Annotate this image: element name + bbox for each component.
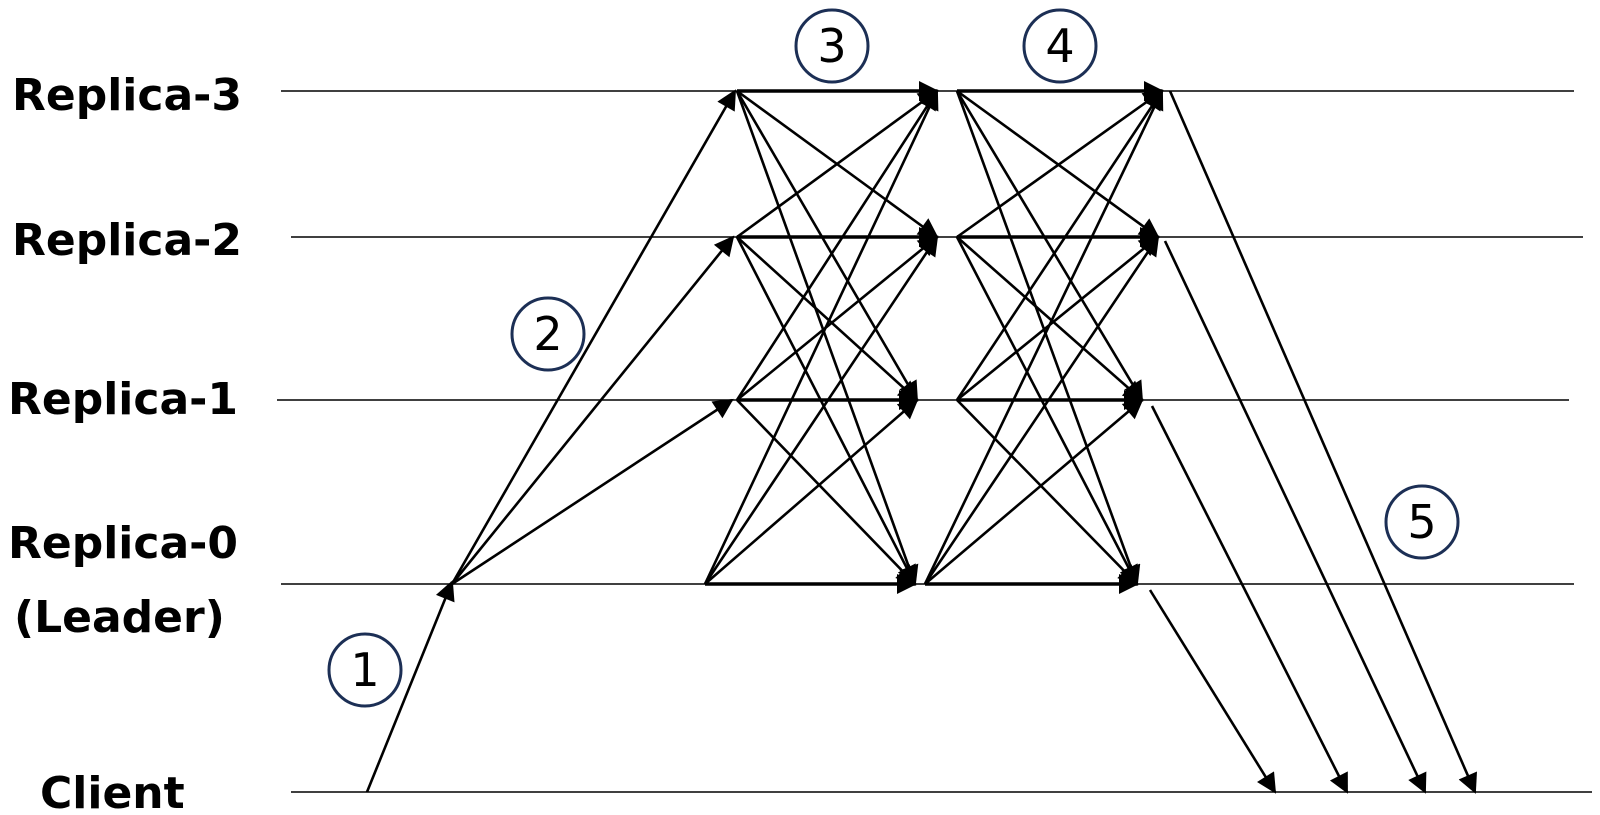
- arrow-commit-replica-1-to-replica-0: [956, 399, 1139, 586]
- arrow-commit-replica-1-to-replica-3: [955, 89, 1164, 401]
- phase-marker-2: 2: [510, 296, 586, 372]
- phase-marker-4: 4: [1022, 8, 1098, 84]
- arrow-preprepare-replica-0-to-replica-3: [450, 89, 737, 585]
- label-replica-2: Replica-2: [12, 215, 242, 266]
- phase-marker-3: 3: [794, 8, 870, 84]
- arrow-commit-replica-0-to-replica-2: [923, 235, 1160, 585]
- arrow-commit-replica-3-to-replica-1: [955, 90, 1144, 402]
- phase-number-1: 1: [350, 643, 379, 697]
- arrow-preprepare-replica-0-to-replica-2: [450, 235, 735, 585]
- arrow-prepare-replica-2-to-replica-0: [735, 236, 917, 586]
- arrow-commit-replica-1-to-replica-2: [956, 235, 1160, 402]
- arrow-commit-replica-0-to-replica-1: [924, 398, 1144, 585]
- arrow-prepare-replica-1-to-replica-0: [736, 399, 917, 586]
- arrow-commit-replica-3-to-replica-0: [955, 90, 1141, 586]
- arrow-prepare-replica-2-to-replica-1: [736, 236, 919, 402]
- arrow-prepare-replica-1-to-replica-2: [736, 235, 939, 402]
- arrow-prepare-replica-3-to-replica-1: [735, 90, 919, 402]
- arrow-commit-replica-0-to-replica-3: [923, 89, 1164, 585]
- label-replica-3: Replica-3: [12, 70, 242, 121]
- phase-ring-4: [1022, 8, 1098, 84]
- phase-ring-2: [510, 296, 586, 372]
- message-arrows: [365, 81, 1477, 794]
- arrow-prepare-replica-1-to-replica-3: [735, 89, 939, 401]
- label-replica-0: Replica-0: [8, 518, 238, 569]
- arrow-prepare-replica-3-to-replica-2: [736, 89, 939, 239]
- arrow-reply-replica-0-to-client: [1148, 589, 1277, 794]
- arrow-prepare-replica-0-to-replica-1: [704, 398, 919, 585]
- arrow-commit-replica-3-to-replica-2: [956, 89, 1160, 239]
- arrow-prepare-replica-0-to-replica-2: [703, 235, 939, 585]
- phase-number-2: 2: [533, 307, 562, 361]
- phase-number-3: 3: [817, 19, 846, 73]
- phase-number-4: 4: [1045, 19, 1074, 73]
- phase-number-5: 5: [1407, 495, 1436, 549]
- phase-marker-1: 1: [327, 632, 403, 708]
- arrow-commit-replica-2-to-replica-0: [955, 236, 1139, 586]
- phase-marker-5: 5: [1384, 484, 1460, 560]
- arrow-request-client-to-replica-0: [365, 580, 455, 793]
- label-leader: (Leader): [14, 592, 225, 643]
- arrow-prepare-replica-3-to-replica-0: [735, 90, 919, 586]
- label-client: Client: [40, 768, 185, 815]
- phase-ring-1: [327, 632, 403, 708]
- phase-ring-5: [1384, 484, 1460, 560]
- phase-markers: 1 2 3 4 5: [327, 8, 1460, 708]
- node-labels: Replica-3 Replica-2 Replica-1 Replica-0 …: [8, 70, 242, 815]
- arrow-reply-replica-3-to-client: [1168, 90, 1477, 794]
- arrow-reply-replica-2-to-client: [1163, 240, 1427, 794]
- arrow-commit-replica-2-to-replica-1: [956, 236, 1144, 402]
- arrow-preprepare-replica-0-to-replica-1: [451, 398, 734, 586]
- arrow-prepare-replica-0-to-replica-3: [703, 89, 939, 585]
- phase-ring-3: [794, 8, 870, 84]
- timelines: [277, 90, 1592, 793]
- arrow-reply-replica-1-to-client: [1150, 405, 1349, 794]
- label-replica-1: Replica-1: [8, 374, 238, 425]
